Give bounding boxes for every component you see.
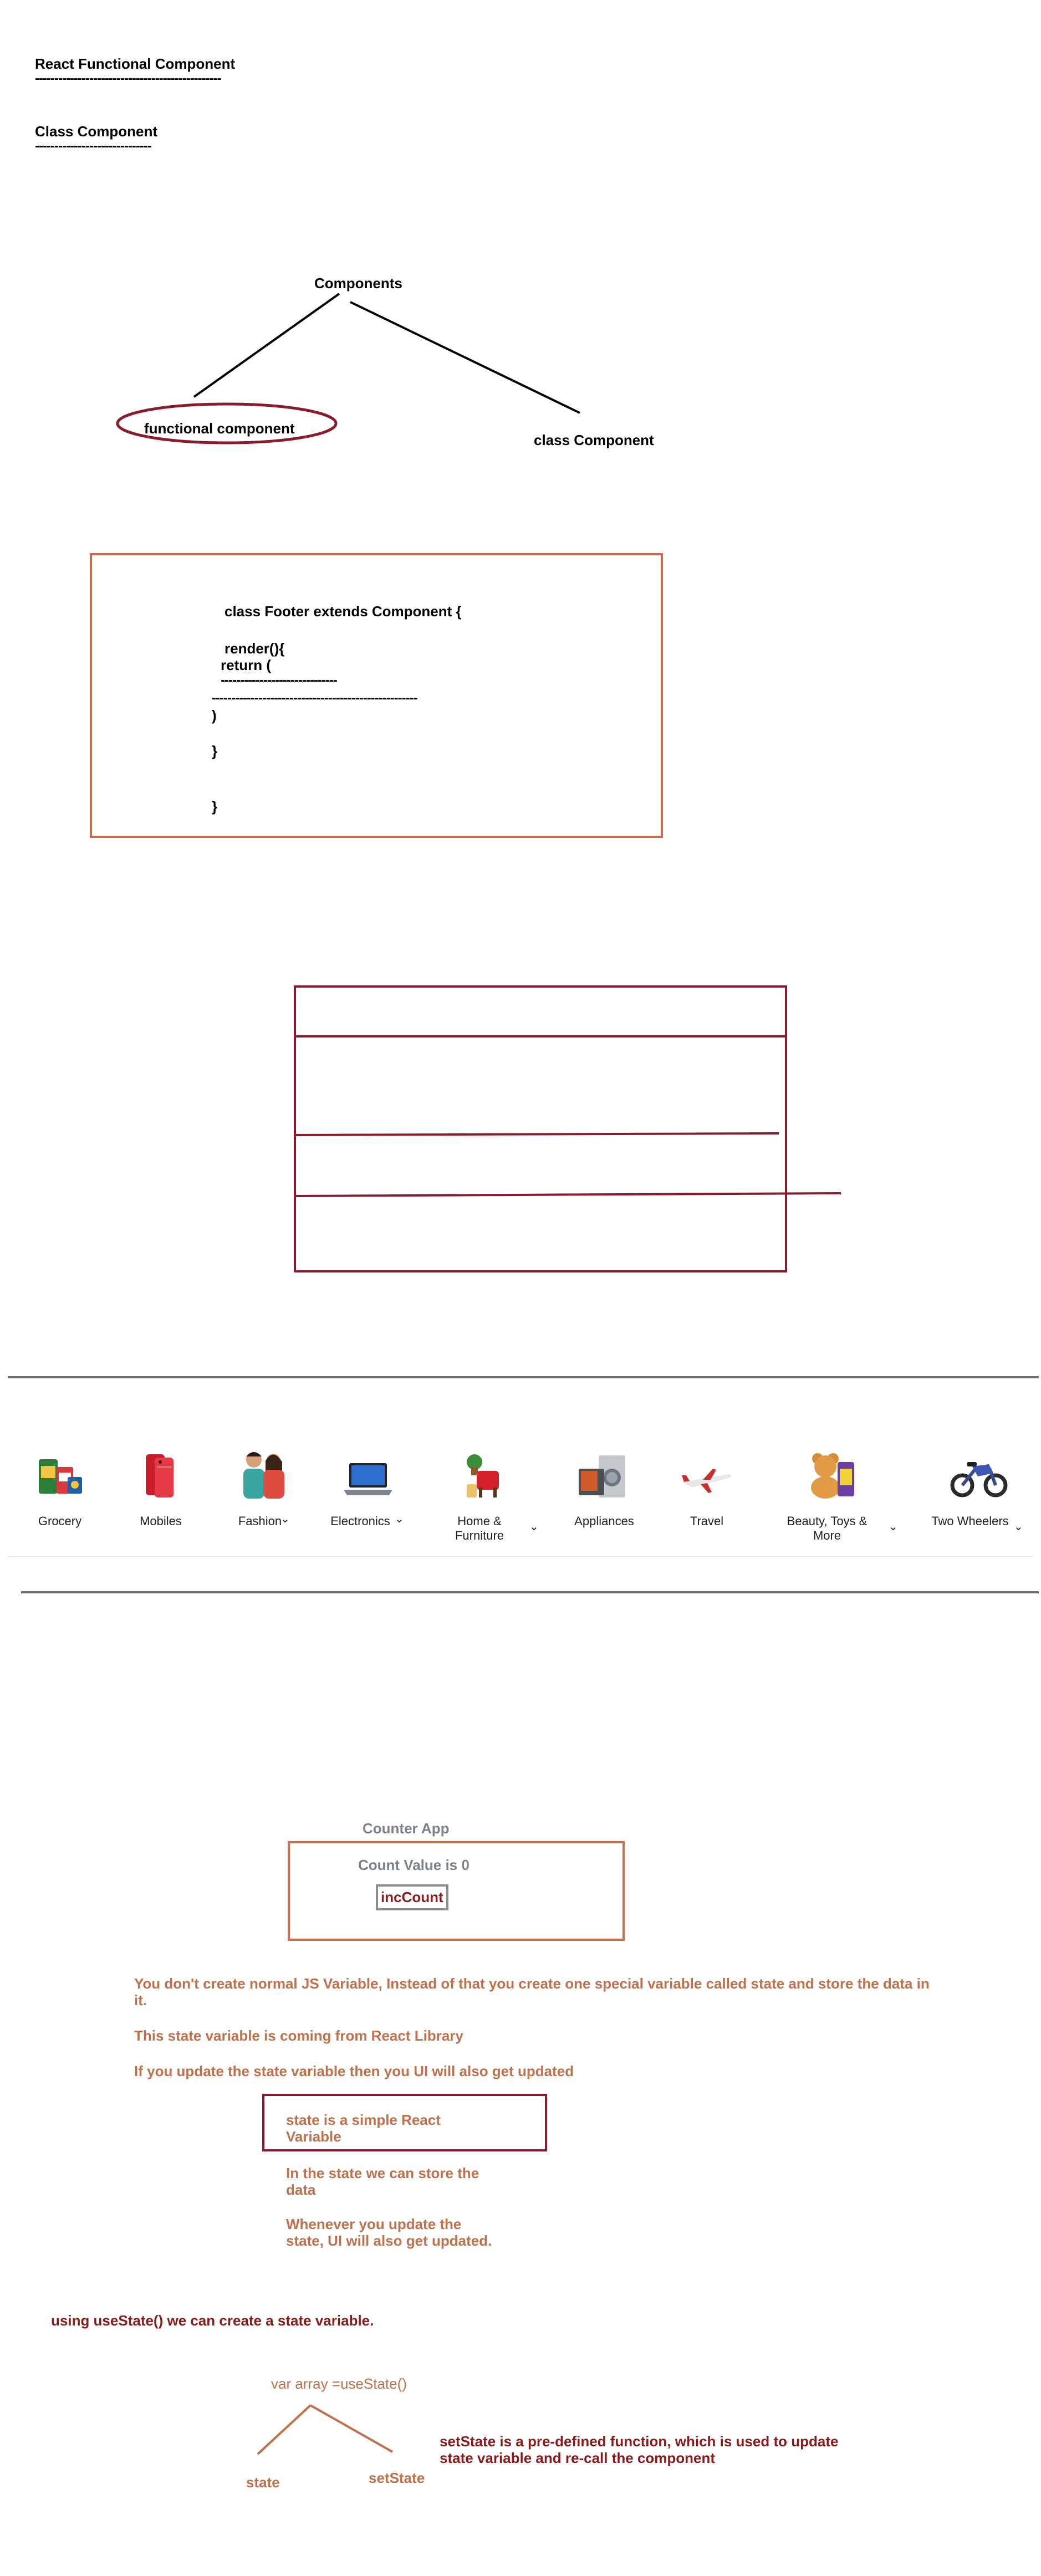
count-value-text: Count Value is 0 — [358, 1857, 470, 1873]
mobile-phone-icon — [146, 1454, 174, 1497]
category-label: Two Wheelers — [931, 1514, 1009, 1528]
wireframe-dividers — [294, 1035, 841, 1197]
code-render-method: render(){ — [224, 640, 285, 657]
inc-count-button[interactable]: incCount — [376, 1884, 448, 1910]
category-label: Beauty, Toys & More — [787, 1514, 868, 1542]
layout-wireframe-box — [294, 985, 787, 1272]
tree-connectors — [116, 293, 580, 444]
class-component-heading: Class Component — [35, 123, 158, 140]
home-furniture-chevron-down-icon[interactable]: ⌄ — [529, 1521, 539, 1533]
usestate-branch-lines — [257, 2404, 393, 2455]
code-dashes-2: ----------------------------------------… — [212, 691, 418, 706]
tree-line-right — [350, 301, 580, 414]
counter-app-box — [288, 1841, 625, 1941]
wireframe-body-divider — [294, 1132, 779, 1136]
category-mobiles[interactable]: Mobiles — [122, 1514, 200, 1529]
code-dashes-1: ------------------------------ — [221, 673, 338, 688]
functional-component-node: functional component — [144, 420, 295, 437]
state-update-paragraph: If you update the state variable then yo… — [134, 2063, 574, 2079]
wireframe-footer-divider — [294, 1192, 841, 1197]
category-label: Mobiles — [140, 1514, 182, 1528]
state-callout-text: state is a simple React Variable — [286, 2112, 441, 2145]
separator-line-top — [8, 1376, 1039, 1378]
code-return-statement: return ( — [221, 657, 271, 673]
state-callout-box — [262, 2094, 547, 2151]
usestate-heading: using useState() we can create a state v… — [51, 2312, 374, 2329]
category-appliances[interactable]: Appliances — [565, 1514, 643, 1529]
category-label: Fashion — [238, 1514, 282, 1528]
setstate-description: setState is a pre-defined function, whic… — [440, 2433, 839, 2466]
state-store-note: In the state we can store the data — [286, 2165, 479, 2198]
category-travel[interactable]: Travel — [671, 1514, 743, 1529]
state-ui-update-note: Whenever you update the state, UI will a… — [286, 2216, 492, 2249]
branch-line-setstate — [310, 2404, 393, 2453]
components-node: Components — [314, 275, 402, 292]
category-label: Grocery — [38, 1514, 82, 1528]
branch-line-state — [257, 2404, 312, 2455]
grocery-icon — [39, 1459, 82, 1494]
fashion-chevron-down-icon[interactable]: ⌄ — [280, 1513, 290, 1525]
separator-line-bottom — [21, 1591, 1039, 1593]
category-label: Electronics — [330, 1514, 390, 1528]
beauty-toys-chevron-down-icon[interactable]: ⌄ — [889, 1521, 898, 1533]
code-class-declaration: class Footer extends Component { — [224, 603, 462, 620]
setstate-label: setState — [369, 2470, 425, 2486]
category-home-furniture[interactable]: Home & Furniture — [443, 1514, 516, 1543]
functional-component-heading: React Functional Component — [35, 55, 236, 72]
category-label: Appliances — [574, 1514, 634, 1528]
category-electronics[interactable]: Electronics — [322, 1514, 399, 1529]
laptop-icon — [344, 1463, 392, 1495]
category-label: Home & Furniture — [455, 1514, 504, 1542]
state-explanation-paragraph: You don't create normal JS Variable, Ins… — [134, 1975, 930, 2008]
counter-app-title: Counter App — [363, 1820, 450, 1837]
teddy-bear-icon — [811, 1453, 854, 1499]
fashion-icon — [243, 1452, 284, 1499]
usestate-declaration: var array =useState() — [271, 2375, 407, 2392]
category-two-wheelers[interactable]: Two Wheelers — [931, 1514, 1009, 1529]
airplane-icon — [682, 1469, 732, 1493]
furniture-icon — [467, 1454, 499, 1497]
state-label: state — [246, 2474, 280, 2491]
code-close-paren: ) — [212, 707, 217, 724]
category-fashion[interactable]: Fashion — [224, 1514, 296, 1529]
state-source-paragraph: This state variable is coming from React… — [134, 2027, 463, 2044]
category-beauty-toys[interactable]: Beauty, Toys & More — [777, 1514, 877, 1543]
code-close-render: } — [212, 743, 218, 759]
class-footer-code-box — [90, 553, 663, 838]
category-label: Travel — [690, 1514, 724, 1528]
appliances-icon — [579, 1455, 625, 1497]
electronics-chevron-down-icon[interactable]: ⌄ — [395, 1513, 404, 1525]
class-component-node: class Component — [534, 432, 654, 448]
tree-line-left — [193, 293, 340, 398]
category-strip-divider — [8, 1556, 1033, 1557]
functional-heading-underline: ----------------------------------------… — [35, 71, 222, 86]
category-grocery[interactable]: Grocery — [21, 1514, 99, 1529]
functional-component-ellipse — [116, 402, 338, 444]
two-wheelers-chevron-down-icon[interactable]: ⌄ — [1014, 1521, 1023, 1533]
code-close-class: } — [212, 798, 218, 815]
class-heading-underline: ------------------------------ — [35, 139, 152, 154]
motorbike-icon — [950, 1462, 1008, 1497]
